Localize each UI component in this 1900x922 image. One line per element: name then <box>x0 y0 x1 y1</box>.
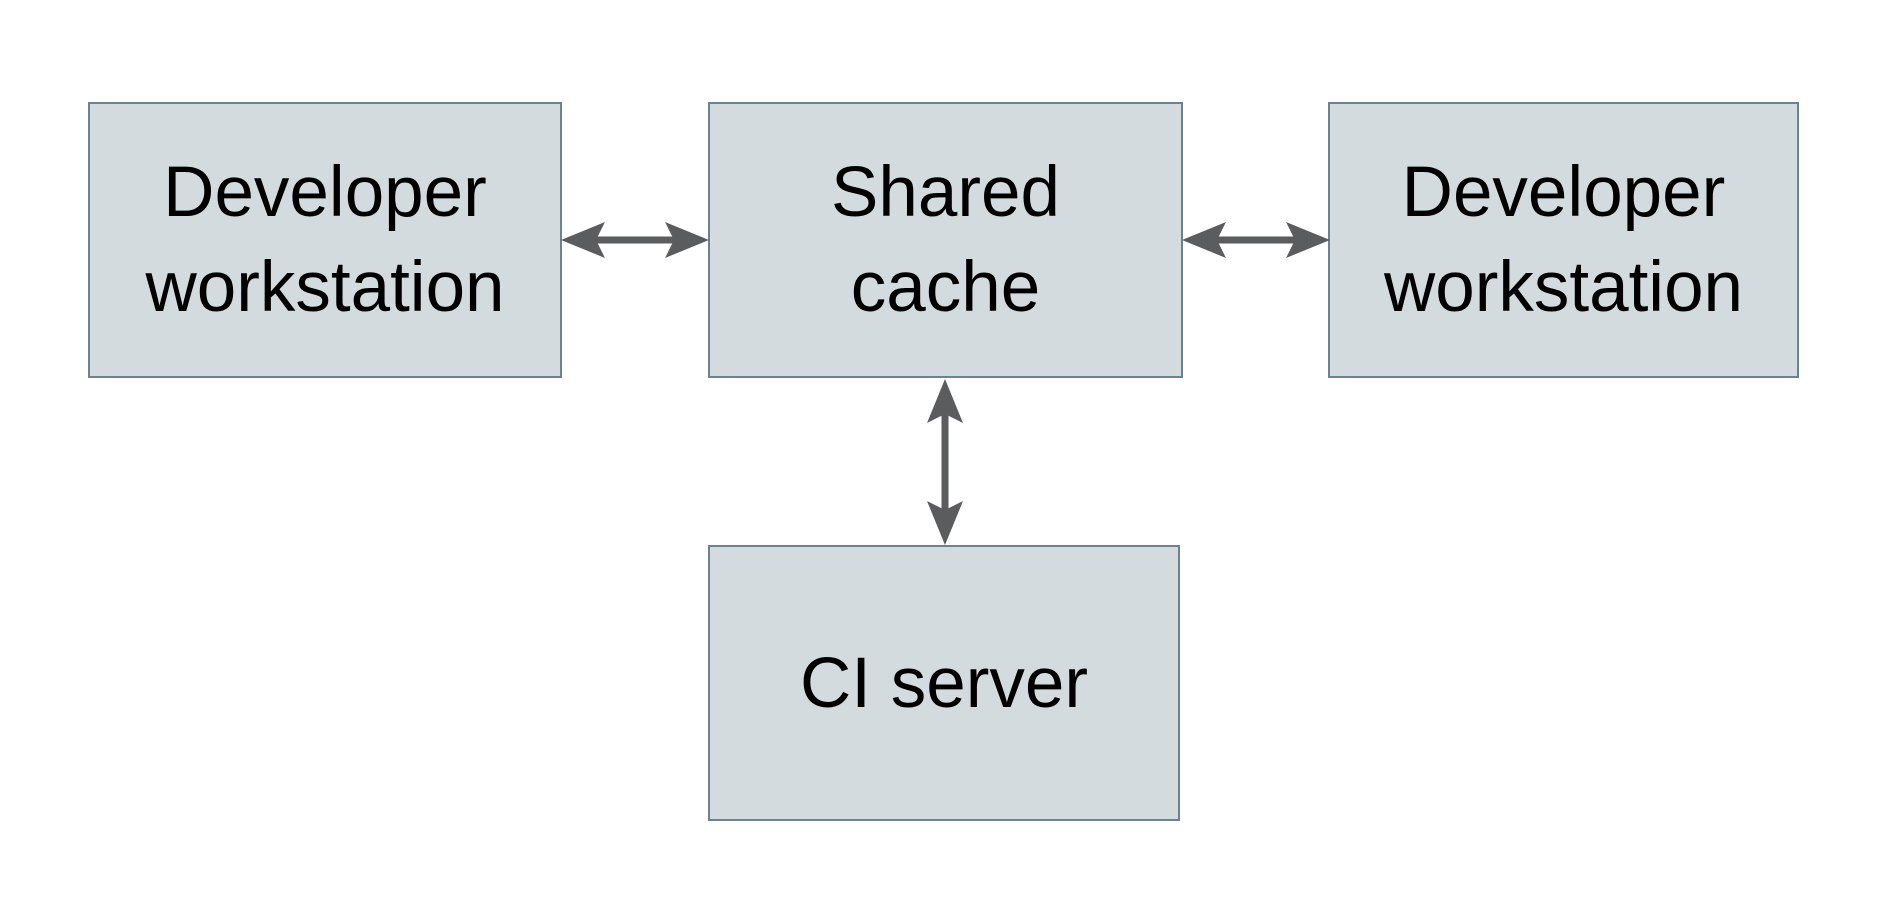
node-shared-cache: Shared cache <box>708 102 1183 378</box>
node-developer-workstation-left: Developer workstation <box>88 102 562 378</box>
node-label: Developer workstation <box>145 153 505 327</box>
bidirectional-arrow-icon-left-workstation-to-cache <box>561 222 709 258</box>
bidirectional-arrow-icon-cache-to-ci-server <box>927 379 963 545</box>
node-developer-workstation-right: Developer workstation <box>1328 102 1799 378</box>
node-label: Shared cache <box>831 153 1060 327</box>
node-label: CI server <box>800 643 1088 723</box>
node-label: Developer workstation <box>1383 153 1744 327</box>
node-ci-server: CI server <box>708 545 1180 821</box>
bidirectional-arrow-icon-cache-to-right-workstation <box>1182 222 1330 258</box>
